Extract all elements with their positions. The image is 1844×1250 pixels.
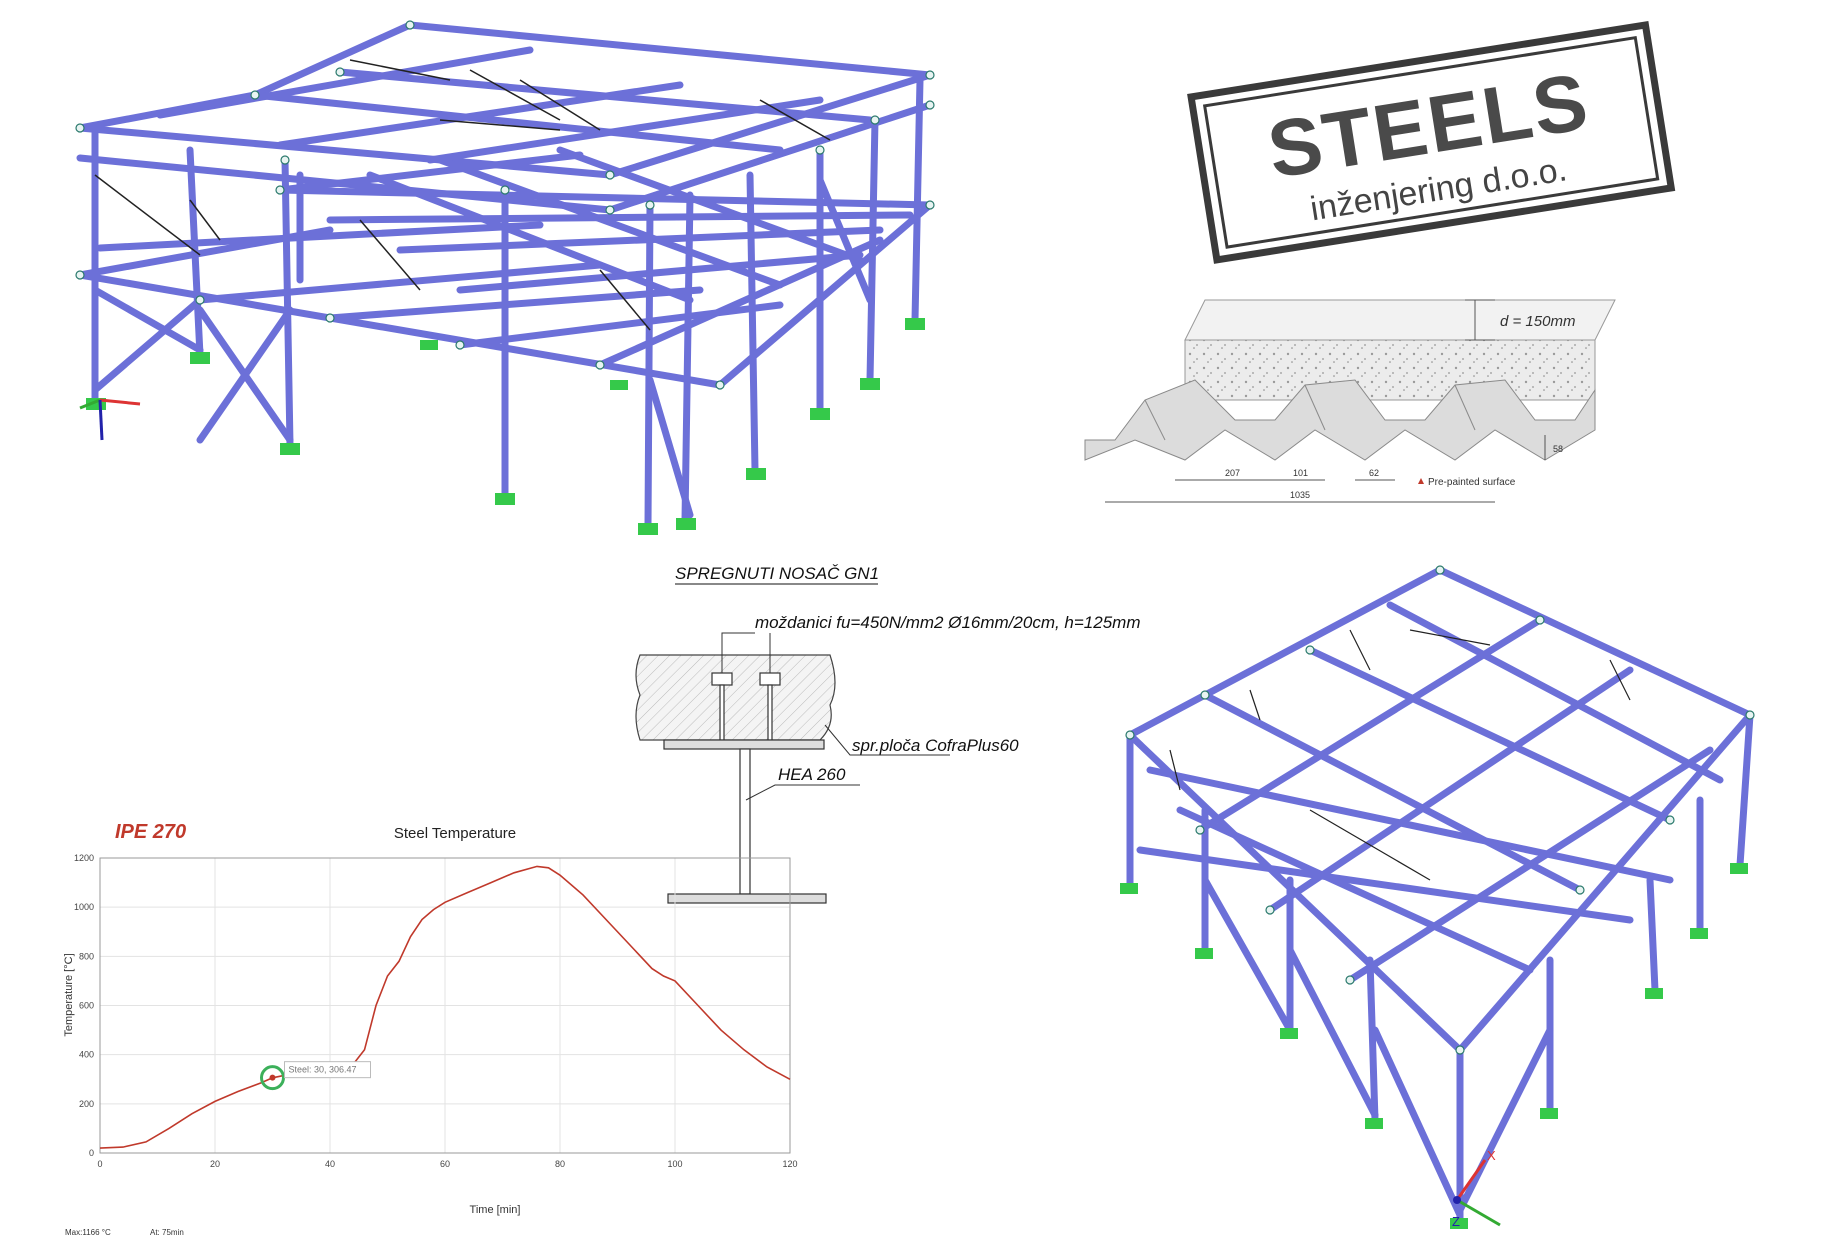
- y-tick-label: 800: [79, 951, 94, 961]
- y-tick-label: 1200: [74, 853, 94, 863]
- frame-supports: [86, 318, 925, 535]
- structure-3d-view-1: [0, 0, 980, 575]
- frame2-supports: [1120, 863, 1748, 1229]
- deck-label: spr.ploča CofraPlus60: [852, 736, 1019, 755]
- logo-border: [1187, 20, 1676, 264]
- dim-total-width: 1035: [1290, 490, 1310, 500]
- chart-plot-frame: [99, 857, 791, 1154]
- slab-thickness-label: d = 150mm: [1500, 313, 1575, 330]
- section-title: SPREGNUTI NOSAČ GN1: [675, 564, 879, 583]
- x-tick-label: 0: [97, 1159, 102, 1169]
- axis-triad-1: [79, 398, 141, 441]
- steel-temperature-chart: IPE 270 Steel Temperature 0 20 40 60 80 100 12…: [50, 800, 860, 1245]
- y-tick-label: 400: [79, 1050, 94, 1060]
- y-tick-label: 200: [79, 1099, 94, 1109]
- rib-height-label: 58: [1553, 444, 1563, 454]
- shear-stud-2: [759, 672, 781, 686]
- x-axis-label: Time [min]: [470, 1204, 521, 1216]
- frame-members: [76, 21, 934, 529]
- structure-3d-view-1-svg: [75, 20, 935, 535]
- dim-rib-spacing: 207: [1225, 468, 1240, 478]
- annotation-point: [269, 1074, 276, 1081]
- beam-section-detail: SPREGNUTI NOSAČ GN1 moždanici fu=450N/mm…: [600, 555, 1141, 925]
- annotation-box: [284, 1061, 371, 1079]
- chart-title: Steel Temperature: [394, 825, 516, 842]
- shear-stud-2-shank: [767, 684, 773, 741]
- logo-inner-border: [1202, 35, 1660, 249]
- dim-rib-top: 62: [1369, 468, 1379, 478]
- x-tick-label: 20: [210, 1159, 220, 1169]
- x-tick-label: 80: [555, 1159, 565, 1169]
- x-tick-label: 40: [325, 1159, 335, 1169]
- y-tick-label: 600: [79, 1001, 94, 1011]
- y-axis-label: Temperature [°C]: [63, 953, 75, 1036]
- y-tick-label: 0: [89, 1148, 94, 1158]
- axis-triad-2: X Z: [1452, 1148, 1501, 1229]
- frame-bracing: [94, 59, 831, 331]
- company-logo-svg: STEELS inženjering d.o.o.: [1187, 20, 1676, 264]
- beam-leader: [745, 784, 860, 801]
- slab-dimension-lines: [1105, 299, 1546, 503]
- y-tick-label: 1000: [74, 902, 94, 912]
- x-tick-label: 60: [440, 1159, 450, 1169]
- slab-deck: [1084, 379, 1596, 461]
- shear-stud-1-shank: [719, 684, 725, 741]
- frame2-members: [1126, 566, 1754, 1224]
- slab-legend: Pre-painted surface: [1428, 477, 1516, 488]
- deck-leader: [824, 724, 950, 756]
- pre-painted-marker-icon: [1418, 478, 1424, 484]
- frame2-bracing: [1169, 629, 1631, 881]
- chart-footer-at: At: 75min: [150, 1228, 184, 1237]
- composite-slab-detail: d = 150mm 58 207 101 62 1035 Pre-painted…: [1075, 280, 1616, 540]
- company-logo: STEELS inženjering d.o.o.: [1180, 5, 1680, 275]
- beam-label: HEA 260: [778, 765, 846, 784]
- x-tick-label: 120: [782, 1159, 797, 1169]
- composite-slab-svg: d = 150mm 58 207 101 62 1035 Pre-painted…: [1084, 299, 1616, 503]
- frame-joints: [75, 20, 935, 390]
- beam-bottom-flange: [667, 893, 827, 904]
- chart-x-ticks: 0 20 40 60 80 100 120: [97, 1159, 797, 1169]
- section-concrete-slab: [635, 654, 836, 741]
- studs-leader: [721, 632, 755, 673]
- axis-x-label: X: [1487, 1148, 1496, 1163]
- chart-footer-max: Max:1166 °C: [65, 1228, 111, 1237]
- structure-3d-view-2-svg: X Z: [1120, 565, 1755, 1229]
- shear-stud-1: [711, 672, 733, 686]
- axis-z-label: Z: [1452, 1214, 1460, 1229]
- temperature-series-line: [99, 865, 791, 1149]
- x-tick-label: 100: [667, 1159, 682, 1169]
- annotation-text: Steel: 30, 306.47: [289, 1065, 357, 1075]
- structure-3d-view-2: X Z: [1110, 550, 1770, 1245]
- beam-top-flange: [663, 739, 825, 750]
- chart-y-ticks: 0 200 400 600 800 1000 1200: [74, 853, 94, 1158]
- frame2-joints: [1125, 565, 1755, 1055]
- beam-section-svg: SPREGNUTI NOSAČ GN1 moždanici fu=450N/mm…: [635, 564, 1141, 904]
- slab-concrete: [1184, 339, 1596, 401]
- annotation-marker: [260, 1065, 285, 1091]
- dim-rib-bottom: 101: [1293, 468, 1308, 478]
- profile-label: IPE 270: [115, 821, 186, 843]
- studs-label: moždanici fu=450N/mm2 Ø16mm/20cm, h=125m…: [755, 613, 1141, 632]
- steel-temperature-chart-svg: IPE 270 Steel Temperature 0 20 40 60 80 100 12…: [63, 821, 798, 1237]
